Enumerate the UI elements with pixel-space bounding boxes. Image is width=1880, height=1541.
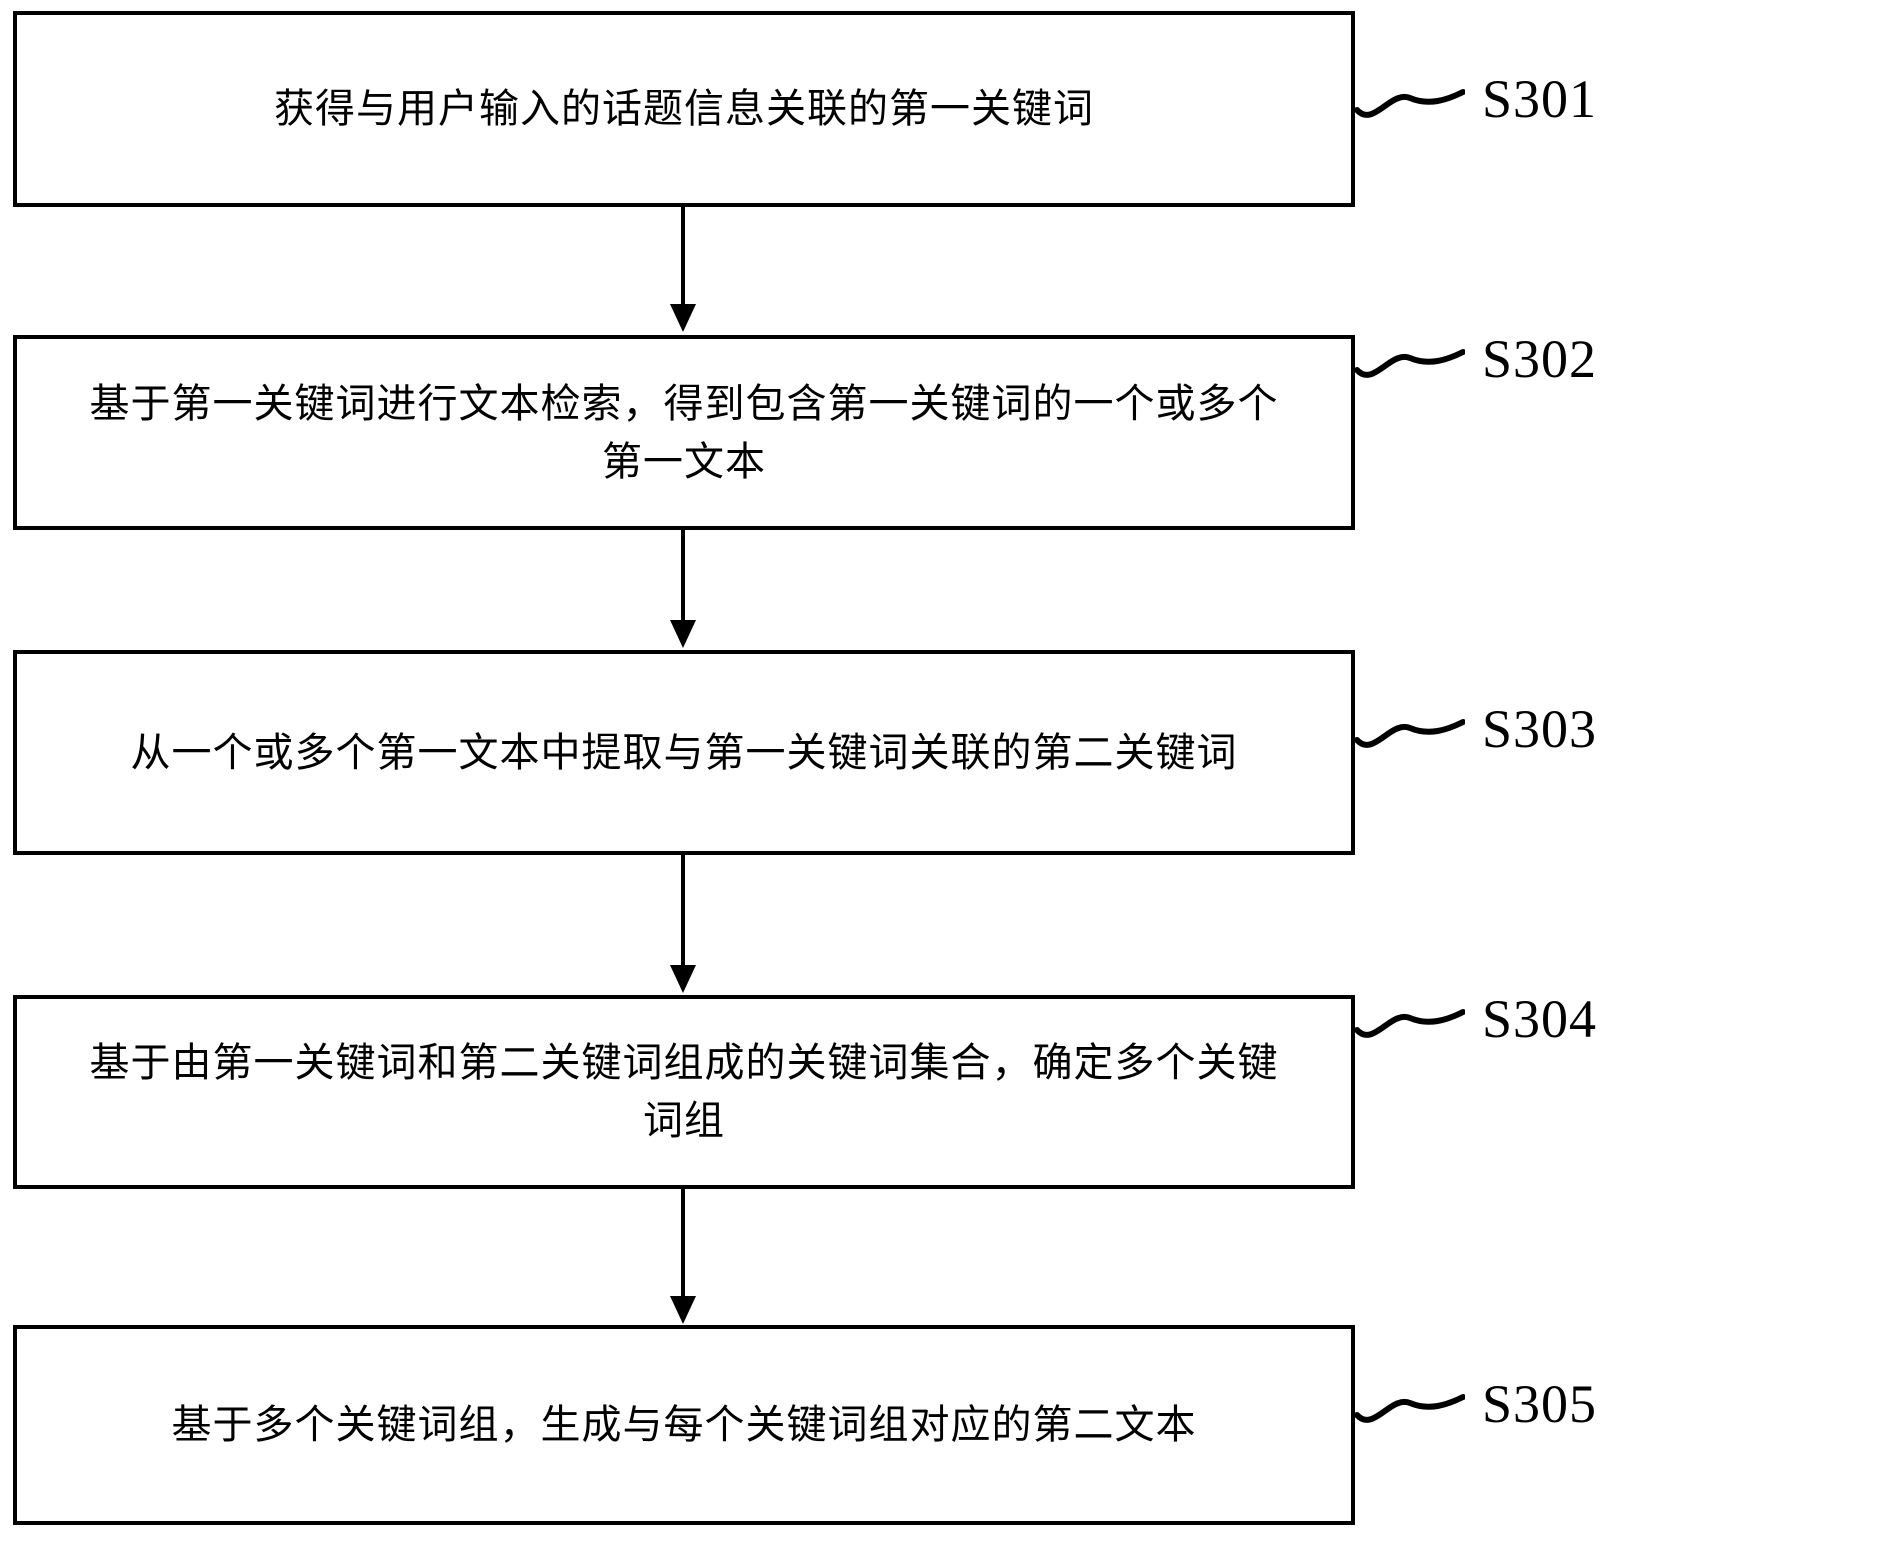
arrow-head-icon: [670, 620, 696, 648]
connector-arrow-s301-s302: [670, 207, 696, 332]
step-connector-squiggle-s305: [1355, 1385, 1465, 1431]
arrow-head-icon: [670, 304, 696, 332]
flow-box-s304: 基于由第一关键词和第二关键词组成的关键词集合，确定多个关键词组: [13, 995, 1355, 1189]
step-label-s304: S304: [1482, 989, 1598, 1049]
step-connector-squiggle-s304: [1355, 1000, 1465, 1046]
step-label-s301: S301: [1482, 69, 1598, 129]
flow-box-s301: 获得与用户输入的话题信息关联的第一关键词: [13, 11, 1355, 207]
flow-box-text-s303: 从一个或多个第一文本中提取与第一关键词关联的第二关键词: [130, 729, 1238, 775]
connector-arrow-s302-s303: [670, 530, 696, 648]
step-connector-squiggle-s302: [1355, 340, 1465, 386]
step-label-s305: S305: [1482, 1374, 1598, 1434]
flow-box-text-s302: 基于第一关键词进行文本检索，得到包含第一关键词的一个或多个第一文本: [89, 380, 1279, 484]
connector-arrow-s303-s304: [670, 855, 696, 993]
step-connector-squiggle-s303: [1355, 710, 1465, 756]
flow-box-text-s304: 基于由第一关键词和第二关键词组成的关键词集合，确定多个关键词组: [89, 1040, 1279, 1143]
flow-box-s302: 基于第一关键词进行文本检索，得到包含第一关键词的一个或多个第一文本: [13, 335, 1355, 530]
step-label-s302: S302: [1482, 329, 1598, 389]
flow-box-text-s305: 基于多个关键词组，生成与每个关键词组对应的第二文本: [171, 1402, 1197, 1447]
step-label-s303: S303: [1482, 699, 1598, 759]
flow-box-text-s301: 获得与用户输入的话题信息关联的第一关键词: [273, 86, 1094, 131]
flow-box-s305: 基于多个关键词组，生成与每个关键词组对应的第二文本: [13, 1325, 1355, 1525]
arrow-head-icon: [670, 965, 696, 993]
step-connector-squiggle-s301: [1355, 80, 1465, 126]
flow-box-s303: 从一个或多个第一文本中提取与第一关键词关联的第二关键词: [13, 650, 1355, 855]
arrow-head-icon: [670, 1296, 696, 1324]
connector-arrow-s304-s305: [670, 1189, 696, 1324]
